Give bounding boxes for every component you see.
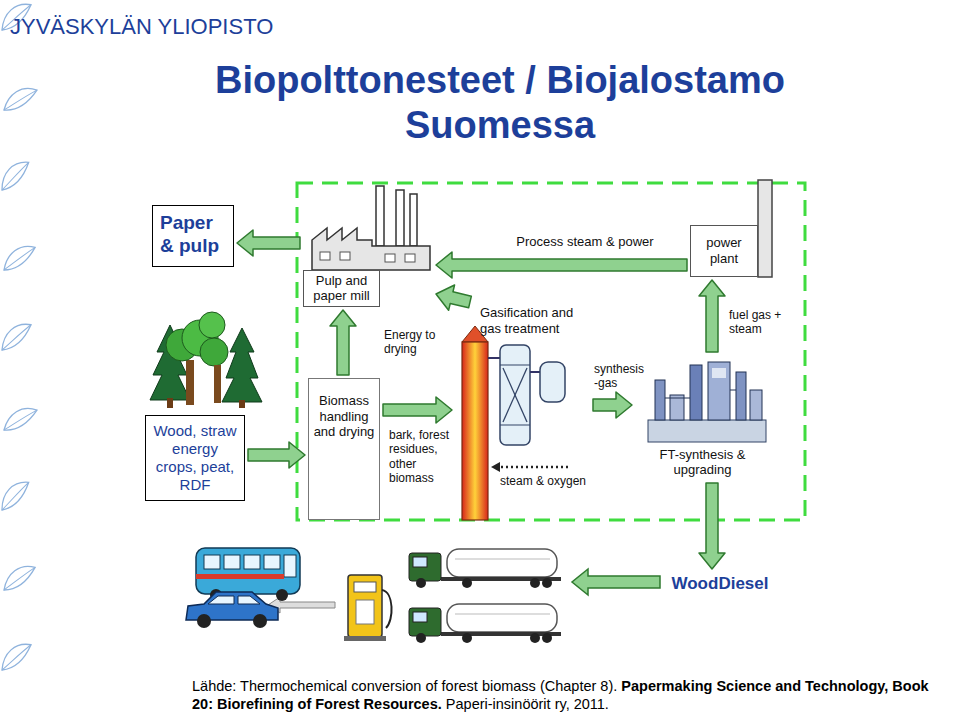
node-text: Paper & pulp [153,206,233,264]
fuel-pump [344,575,392,641]
leaf-strip [0,0,39,675]
factory-illustration [312,186,430,270]
edge-label: Energy to drying [384,328,436,357]
node-text: Gasification and gas treatment [455,305,590,336]
tank-truck [409,604,561,643]
flow-arrow [237,230,300,256]
node-text: WoodDiesel [662,572,778,596]
source-note: Lähde: Thermochemical conversion of fore… [192,677,948,713]
gasifier-illustration [462,326,565,520]
flow-arrow [436,252,687,278]
ft-synthesis-node: FT-synthesis & upgrading [635,355,770,480]
edge-label: bark, forest residues, other biomass [389,428,453,486]
feed-label: steam & oxygen [500,474,610,488]
product-node: WoodDiesel [662,572,778,603]
tank-truck [409,549,561,588]
mill-node: Pulp and paper mill [303,185,433,307]
flow-arrow [248,442,305,468]
flow-arrow [330,310,356,375]
node-text: Pulp and paper mill [303,270,380,307]
car [186,592,278,628]
feedstock-box: Wood, straw energy crops, peat, RDF [145,415,245,501]
flow-arrow [699,483,725,569]
source-text: Lähde: Thermochemical conversion of fore… [192,678,617,694]
flow-arrow [436,285,471,310]
forest-illustration [150,312,262,408]
edge-label: fuel gas + steam [729,308,791,337]
node-text: Wood, straw energy crops, peat, RDF [146,418,244,498]
process-box: Biomass handling and drying [308,378,380,520]
node-text: power plant [691,231,757,270]
node-text: FT-synthesis & upgrading [635,447,770,480]
output-box: Paper & pulp [152,205,234,267]
flow-arrow [383,397,452,423]
refinery-illustration [648,362,766,442]
slide-title: Biopolttonesteet / Biojalostamo Suomessa [150,58,850,148]
plant-boundary [297,183,805,520]
steam-oxygen-feed [491,462,568,472]
edge-label: Process steam & power [500,234,670,250]
university-name: JYVÄSKYLÄN YLIOPISTO [10,14,370,40]
power-plant-box: power plant [690,225,758,277]
node-text: Biomass handling and drying [309,379,379,444]
source-text: Paperi-insinöörit ry, 2011. [446,696,609,712]
edge-label: synthesis -gas [594,362,640,391]
delivery-arrow [572,569,660,595]
flow-arrow [593,392,632,418]
flow-arrow [699,280,725,352]
chimney [758,180,772,277]
